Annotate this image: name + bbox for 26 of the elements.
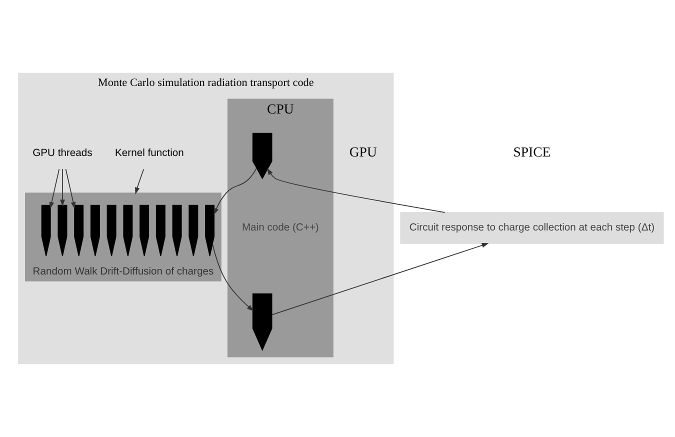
node-arrow xyxy=(58,204,68,256)
node-text: Kernel function xyxy=(115,148,184,160)
arrow xyxy=(271,243,489,316)
node-box: Circuit response to charge collection at each step (Δt) xyxy=(400,212,664,244)
arrow xyxy=(135,168,144,194)
label: GPU xyxy=(349,144,377,160)
node-arrow xyxy=(140,204,150,256)
node-arrow xyxy=(252,293,272,351)
node-arrow xyxy=(106,204,116,256)
node-arrow xyxy=(156,204,166,256)
node-arrow xyxy=(41,204,51,256)
arrow xyxy=(60,168,65,207)
label: SPICE xyxy=(513,144,551,160)
node-text: GPU threads xyxy=(32,148,92,160)
node-arrow xyxy=(205,204,215,256)
cluster: Random Walk Drift-Diffusion of charges xyxy=(25,192,222,282)
node-arrow xyxy=(188,204,198,256)
node-arrow xyxy=(172,204,182,256)
node-arrow xyxy=(90,204,100,256)
node-arrow xyxy=(123,204,133,256)
arrow xyxy=(49,168,60,209)
arrow xyxy=(266,168,446,213)
arrow xyxy=(214,168,257,216)
arrow xyxy=(65,168,76,209)
cluster: CPU Main code (C++) xyxy=(227,98,334,358)
node-arrow xyxy=(74,204,84,256)
